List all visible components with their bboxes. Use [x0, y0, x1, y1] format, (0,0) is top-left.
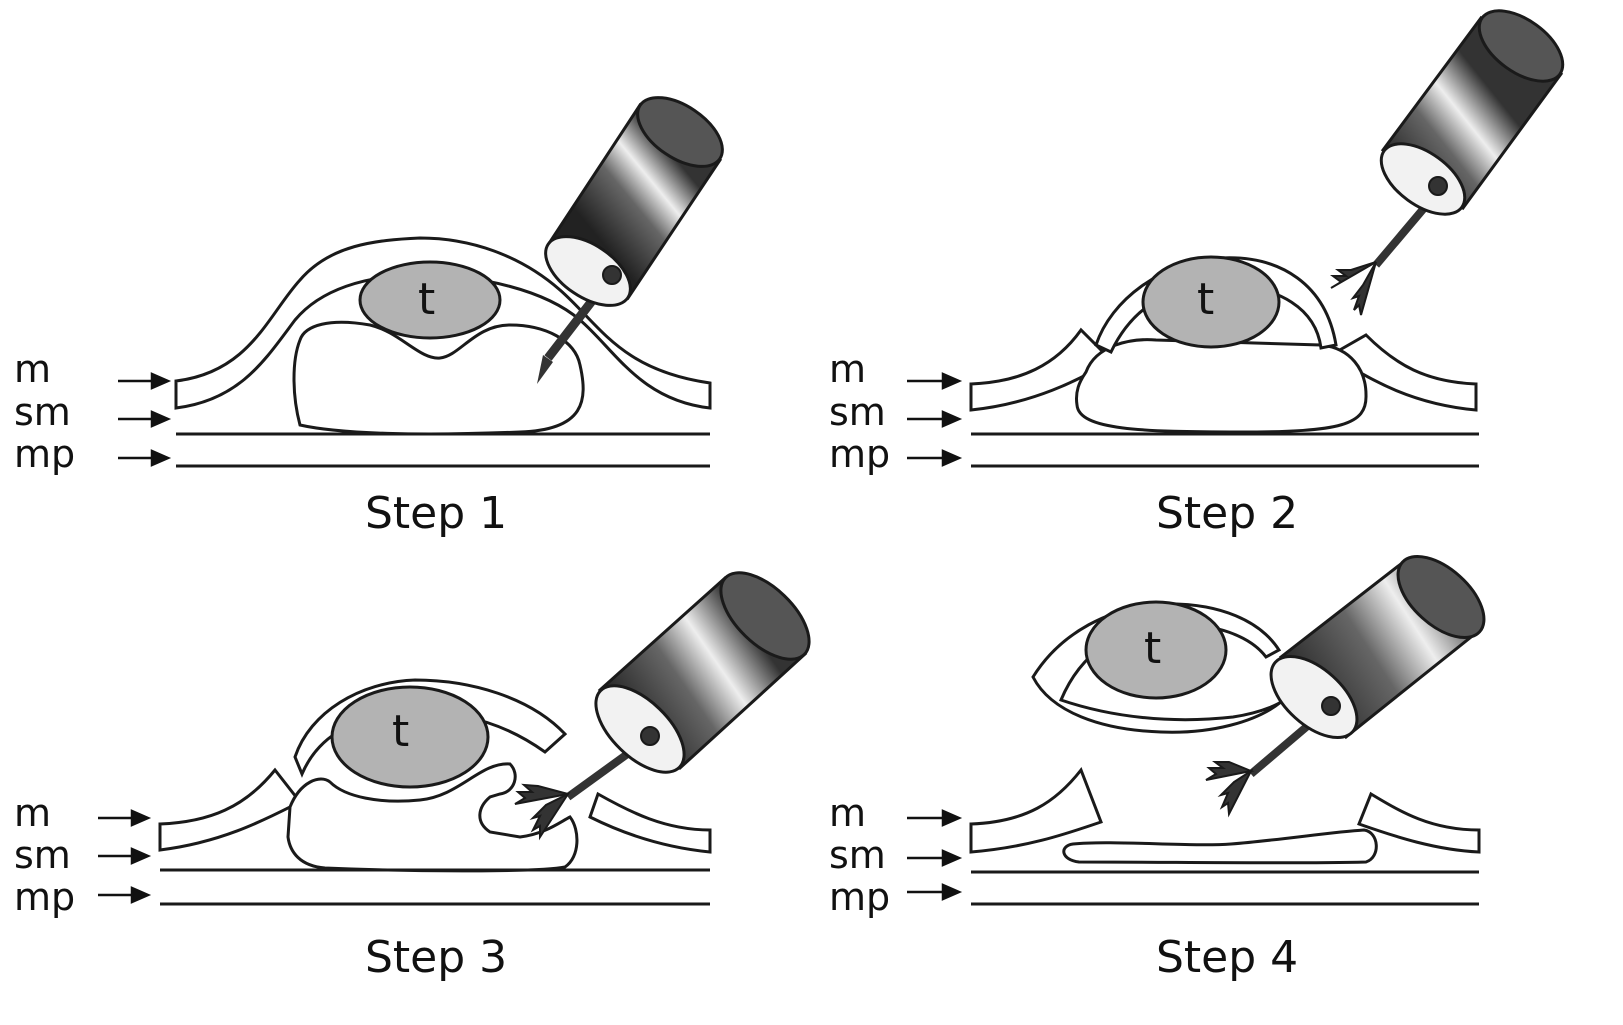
step-caption: Step 4 — [1156, 932, 1299, 983]
layer-label-m: m — [829, 791, 867, 835]
layer-label-sm: sm — [14, 390, 71, 434]
tumor — [1084, 600, 1228, 700]
endoscope-icon — [1269, 554, 1486, 740]
tumor-label: t — [418, 274, 436, 325]
step-4-panel: m sm mp t Step 4 — [811, 512, 1622, 1024]
tumor-label: t — [1197, 274, 1215, 325]
mucosa-layer-left — [969, 766, 1103, 854]
layer-arrows — [118, 372, 172, 467]
step-caption: Step 3 — [365, 932, 508, 983]
step-2-panel: m sm mp t Step 2 — [811, 0, 1622, 536]
layer-label-mp: mp — [829, 875, 891, 919]
endoscope-icon — [1379, 9, 1565, 216]
layer-label-mp: mp — [829, 432, 891, 476]
layer-arrows — [907, 809, 963, 901]
layer-arrows — [98, 809, 152, 904]
step-caption: Step 1 — [365, 488, 508, 539]
mucosa-layer-right — [588, 791, 712, 854]
layer-arrows — [907, 372, 963, 467]
layer-label-sm: sm — [829, 390, 886, 434]
step-1-diagram — [118, 96, 724, 468]
step-3-diagram — [98, 571, 811, 906]
layer-label-m: m — [829, 347, 867, 391]
step-4-diagram — [907, 554, 1486, 906]
mucosa-layer-left — [158, 767, 303, 852]
resection-bed — [1062, 828, 1378, 865]
tumor-label: t — [392, 706, 410, 757]
layer-label-m: m — [14, 347, 52, 391]
layer-label-mp: mp — [14, 875, 76, 919]
tumor-label: t — [1144, 623, 1162, 674]
endoscope-icon — [544, 96, 724, 307]
layer-label-mp: mp — [14, 432, 76, 476]
step-caption: Step 2 — [1156, 488, 1299, 539]
submucosal-cushion — [1075, 338, 1368, 434]
tumor — [1141, 255, 1281, 349]
layer-label-m: m — [14, 791, 52, 835]
layer-label-sm: sm — [829, 833, 886, 877]
tumor — [358, 260, 502, 340]
step-1-panel: m sm mp t Step 1 — [0, 0, 811, 536]
mucosa-layer-right — [1357, 791, 1481, 854]
step-3-panel: m sm mp t Step 3 — [0, 512, 811, 1024]
tumor — [330, 685, 490, 789]
endoscope-icon — [594, 571, 811, 774]
mucosa-layer — [174, 236, 712, 410]
step-2-diagram — [907, 9, 1565, 468]
layer-label-sm: sm — [14, 833, 71, 877]
